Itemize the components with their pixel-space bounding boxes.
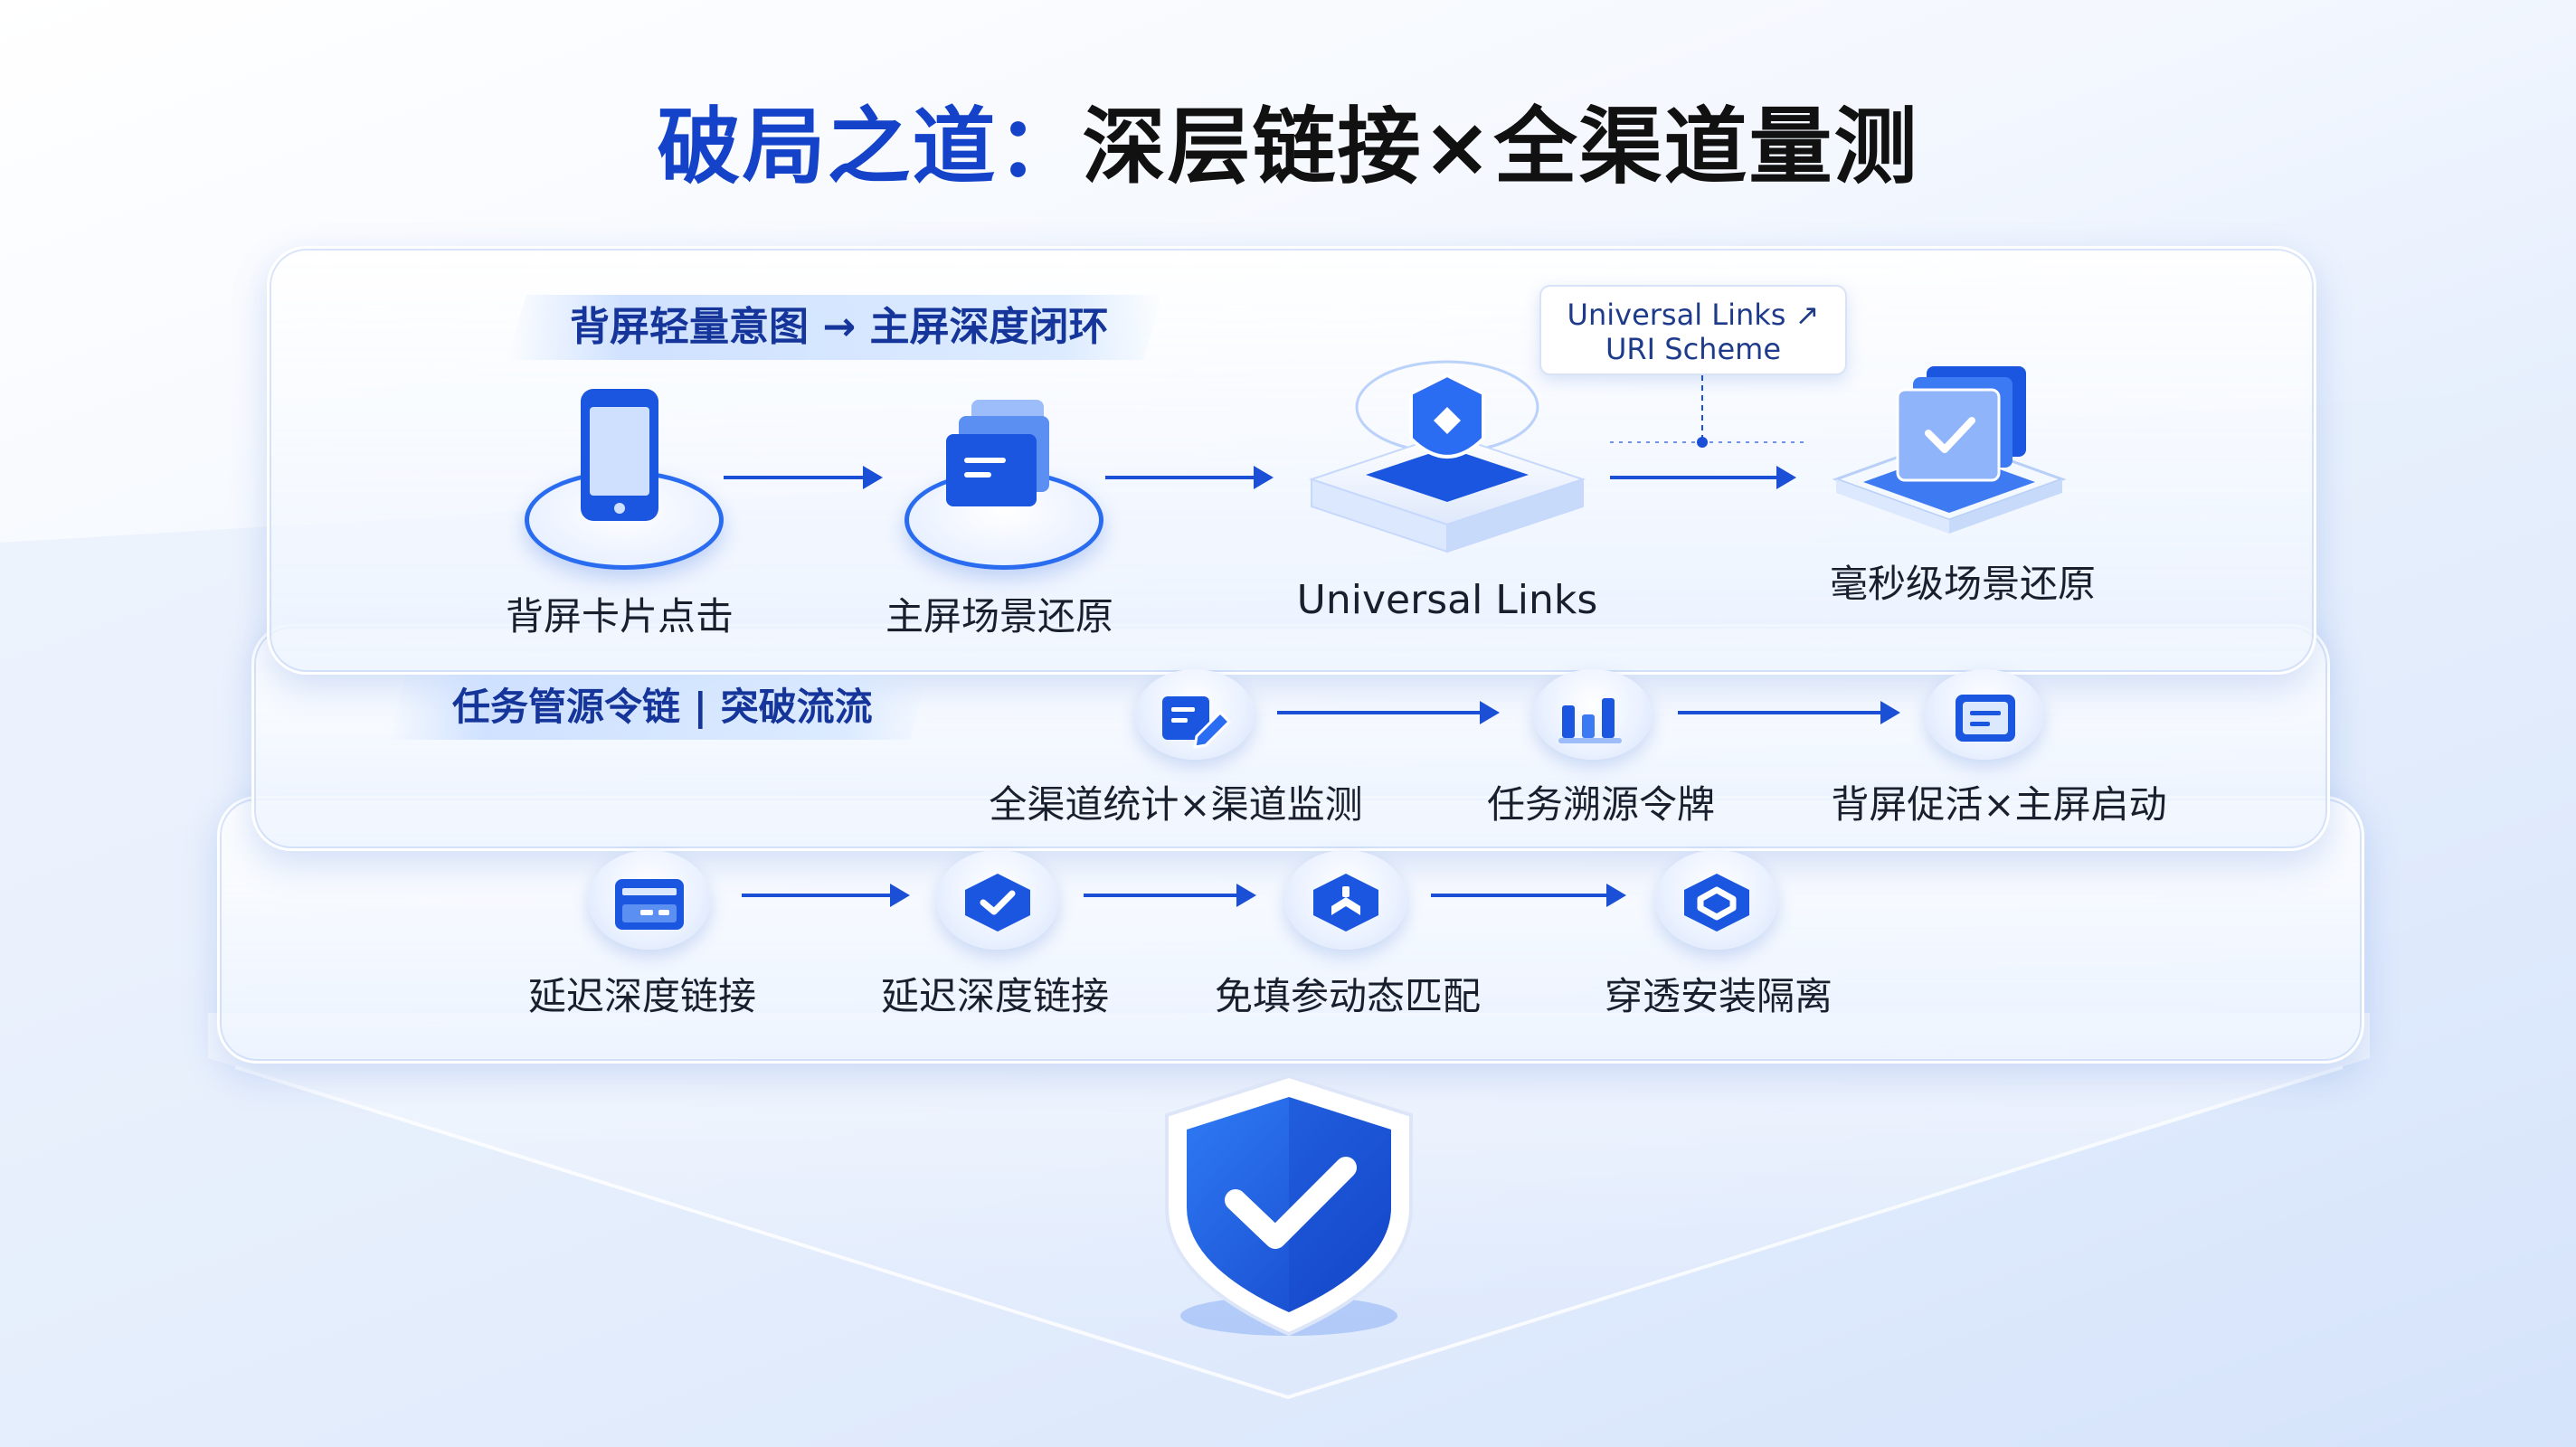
check-screen-icon[interactable] [1827, 357, 2071, 547]
callout-connector [1610, 375, 1809, 448]
arrow-bot-2 [1084, 884, 1256, 907]
check-hex-badge[interactable] [936, 850, 1059, 950]
step-penetrate-install-isolation: 穿透安装隔离 [1604, 974, 1833, 1018]
hex-link-badge[interactable] [1284, 850, 1407, 950]
hex-ring-icon [1684, 874, 1749, 932]
step-universal-links: Universal Links [1296, 577, 1598, 623]
cards-icon[interactable] [941, 398, 1058, 515]
step-back-promote-main-launch: 背屏促活×主屏启动 [1831, 782, 2167, 827]
hex-link-icon [1313, 874, 1378, 932]
arrow-bot-1 [742, 884, 910, 907]
title-highlight: 破局之道： [657, 99, 1083, 195]
step-param-free-dynamic-match: 免填参动态匹配 [1214, 974, 1481, 1018]
arrow-mid-2 [1678, 701, 1900, 724]
card-badge[interactable] [588, 850, 711, 950]
bars-icon [1558, 698, 1622, 743]
edit-chart-icon [1162, 696, 1232, 749]
arrow-mid-1 [1277, 701, 1500, 724]
check-hex-icon [965, 874, 1030, 932]
page-title: 破局之道：深层链接×全渠道量测 [0, 80, 2576, 200]
bars-badge[interactable] [1533, 669, 1653, 760]
step-main-scene-restore: 主屏场景还原 [885, 594, 1113, 638]
link-type-callout: Universal Links ↗ URI Scheme [1539, 285, 1847, 375]
arrow-bot-3 [1431, 884, 1626, 907]
message-badge[interactable] [1925, 669, 2044, 760]
edit-chart-badge[interactable] [1135, 669, 1255, 760]
step-ms-scene-restore: 毫秒级场景还原 [1829, 562, 2096, 606]
phone-icon[interactable] [579, 387, 660, 523]
link-shield-icon[interactable] [1302, 357, 1592, 565]
shield-check-icon [1165, 1073, 1413, 1337]
step-omnichannel-stats: 全渠道统计×渠道监测 [989, 782, 1363, 827]
top-layer-banner: 背屏轻量意图 → 主屏深度闭环 [507, 295, 1163, 360]
title-rest: 深层链接×全渠道量测 [1082, 99, 1919, 195]
callout-line-1: Universal Links ↗ [1567, 298, 1820, 332]
step-back-card-click: 背屏卡片点击 [505, 594, 734, 638]
arrow-top-1 [724, 466, 883, 489]
arrow-top-2 [1105, 466, 1274, 489]
middle-layer-banner: 任务管源令链 | 突破流流 [389, 675, 927, 740]
hex-ring-badge[interactable] [1655, 850, 1778, 950]
step-deferred-deep-link-1: 延迟深度链接 [527, 974, 756, 1018]
message-icon [1956, 695, 2015, 742]
card-icon [615, 879, 684, 930]
step-task-trace-token: 任务溯源令牌 [1486, 782, 1715, 827]
arrow-top-3 [1610, 466, 1796, 489]
step-deferred-deep-link-2: 延迟深度链接 [880, 974, 1109, 1018]
callout-line-2: URI Scheme [1605, 332, 1781, 366]
